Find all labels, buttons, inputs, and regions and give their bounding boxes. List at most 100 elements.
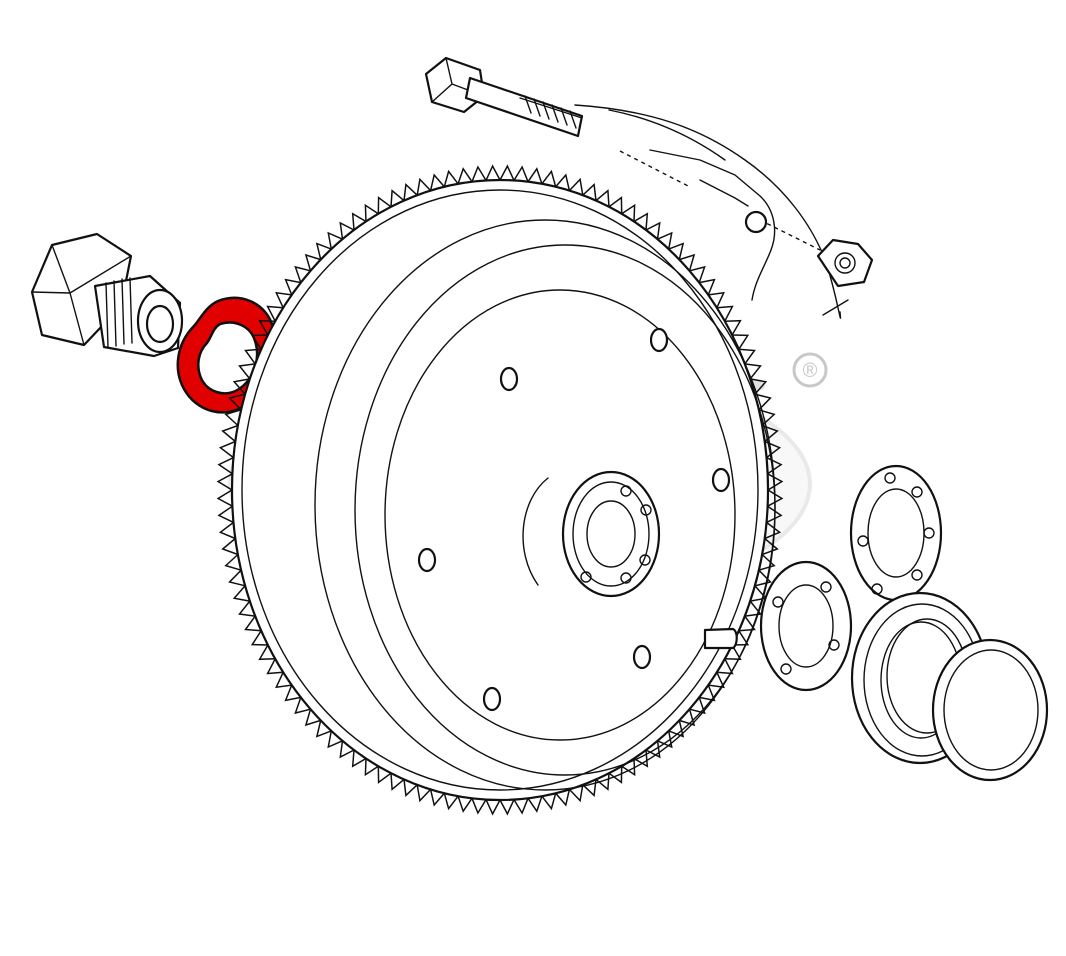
gear-tooth <box>327 231 343 250</box>
flange-gasket-upper <box>849 464 943 602</box>
gear-tooth <box>724 644 742 661</box>
gear-tooth <box>724 319 742 336</box>
gear-tooth <box>608 766 623 784</box>
housing-bracket <box>574 104 849 319</box>
gear-tooth <box>315 242 332 260</box>
gear-tooth <box>485 164 501 181</box>
gear-tooth <box>339 740 355 759</box>
gear-tooth <box>364 203 379 222</box>
gear-tooth <box>764 521 782 540</box>
gear-tooth <box>250 630 268 646</box>
gear-tooth <box>403 779 418 797</box>
gear-tooth <box>218 440 236 459</box>
bracket-hole <box>744 210 768 234</box>
gear-tooth <box>238 600 256 617</box>
gear-tooth <box>390 773 405 791</box>
gear-tooth <box>767 489 784 507</box>
gear-tooth <box>275 291 292 309</box>
gear-tooth <box>294 265 311 283</box>
gear-tooth <box>754 393 772 411</box>
gear-tooth <box>217 505 234 524</box>
gear-tooth <box>244 615 262 632</box>
gear-tooth <box>568 177 584 196</box>
gear-tooth <box>471 165 487 182</box>
gear-tooth <box>429 173 445 191</box>
gear-tooth <box>266 305 284 322</box>
gear-tooth <box>708 671 725 689</box>
gear-tooth <box>364 758 379 777</box>
gear-tooth <box>761 537 779 556</box>
gear-tooth <box>457 167 473 185</box>
gear-tooth <box>216 473 233 491</box>
gear-tooth <box>351 212 367 231</box>
gear-tooth <box>541 169 557 188</box>
gear-tooth <box>232 585 250 602</box>
gear-tooth <box>758 553 776 571</box>
flange-gasket-lower <box>759 560 853 692</box>
gear-tooth <box>645 221 661 240</box>
gear-tooth <box>443 792 459 811</box>
gear-tooth <box>608 196 623 214</box>
gear-tooth <box>595 189 610 207</box>
gear-tooth <box>708 291 725 309</box>
bolt <box>424 56 584 138</box>
gear-tooth <box>218 521 236 540</box>
gear-tooth <box>232 378 250 395</box>
gear-tooth <box>443 169 459 188</box>
gear-tooth <box>499 799 515 816</box>
gear-tooth <box>732 630 750 646</box>
gear-tooth <box>744 600 762 617</box>
registered-mark-text: ® <box>803 360 818 382</box>
gear-tooth <box>377 766 392 784</box>
gear-tooth <box>351 749 367 768</box>
gear-tooth <box>732 334 750 350</box>
threaded-fitting <box>30 232 184 358</box>
gear-tooth <box>315 720 332 738</box>
gear-tooth <box>744 363 762 380</box>
flywheel <box>216 164 784 816</box>
gear-tooth <box>403 183 418 201</box>
gear-tooth <box>250 334 268 350</box>
gear-tooth <box>679 253 696 272</box>
gear-tooth <box>633 212 649 231</box>
gear-tooth <box>216 489 233 507</box>
registered-mark-icon: ® <box>792 352 828 388</box>
gear-tooth <box>224 553 242 571</box>
gear-tooth <box>621 203 636 222</box>
gear-tooth <box>228 569 246 587</box>
gear-tooth <box>304 708 321 727</box>
gear-tooth <box>657 730 673 749</box>
gear-tooth <box>716 658 734 675</box>
gear-tooth <box>738 615 756 632</box>
gear-tooth <box>766 505 783 524</box>
gear-tooth <box>471 798 487 815</box>
gear-tooth <box>689 697 706 715</box>
gear-tooth <box>258 644 276 661</box>
gear-tooth <box>327 730 343 749</box>
gear-tooth <box>266 658 284 675</box>
gear-tooth <box>555 789 571 807</box>
gear-tooth <box>582 779 597 797</box>
gear-tooth <box>621 758 636 777</box>
nut <box>816 238 874 288</box>
gear-tooth <box>699 278 716 296</box>
gear-tooth <box>221 537 239 556</box>
gear-tooth <box>390 189 405 207</box>
gear-tooth <box>284 278 301 296</box>
gear-tooth <box>527 795 543 813</box>
gear-tooth <box>633 749 649 768</box>
gear-tooth <box>416 177 432 196</box>
gear-tooth <box>513 165 529 182</box>
gear-tooth <box>499 164 515 181</box>
gear-tooth <box>513 798 529 815</box>
gear-tooth <box>294 697 311 715</box>
gear-tooth <box>527 167 543 185</box>
gear-tooth <box>304 253 321 272</box>
gear-tooth <box>582 183 597 201</box>
gear-tooth <box>689 265 706 283</box>
gear-tooth <box>699 684 716 702</box>
gear-tooth <box>679 708 696 727</box>
gear-tooth <box>258 319 276 336</box>
gear-tooth <box>657 231 673 250</box>
gear-tooth <box>221 424 239 443</box>
